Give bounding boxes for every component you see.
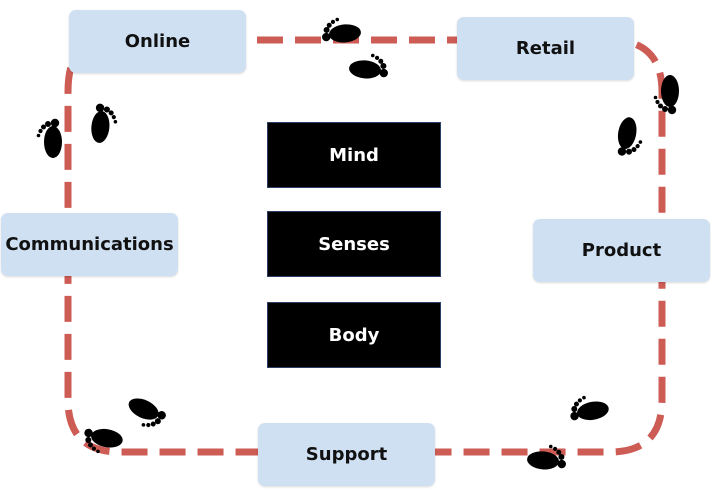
footprint-icon	[348, 51, 390, 81]
center-body-label: Body	[328, 324, 380, 346]
footprint-icon	[90, 103, 119, 145]
stage-support: Support	[258, 423, 435, 486]
stage-online: Online	[69, 10, 246, 73]
stage-product-label: Product	[581, 240, 662, 261]
center-mind-label: Mind	[329, 144, 379, 166]
footprint-icon	[526, 442, 568, 472]
footprint-icon	[614, 115, 647, 159]
stage-retail: Retail	[457, 17, 634, 80]
stage-retail-label: Retail	[515, 38, 576, 59]
center-senses-label: Senses	[318, 233, 390, 255]
center-senses: Senses	[267, 211, 441, 277]
footprint-icon	[36, 118, 62, 158]
stage-support-label: Support	[305, 444, 388, 465]
stage-product: Product	[533, 219, 710, 282]
center-body: Body	[267, 302, 441, 368]
footprint-icon	[567, 391, 611, 424]
footprint-icon	[122, 394, 169, 434]
stage-online-label: Online	[124, 31, 191, 52]
footprint-icon	[653, 75, 679, 115]
center-mind: Mind	[267, 122, 441, 188]
stage-communications: Communications	[1, 213, 178, 276]
stage-communications-label: Communications	[5, 234, 174, 255]
journey-path	[64, 36, 666, 456]
